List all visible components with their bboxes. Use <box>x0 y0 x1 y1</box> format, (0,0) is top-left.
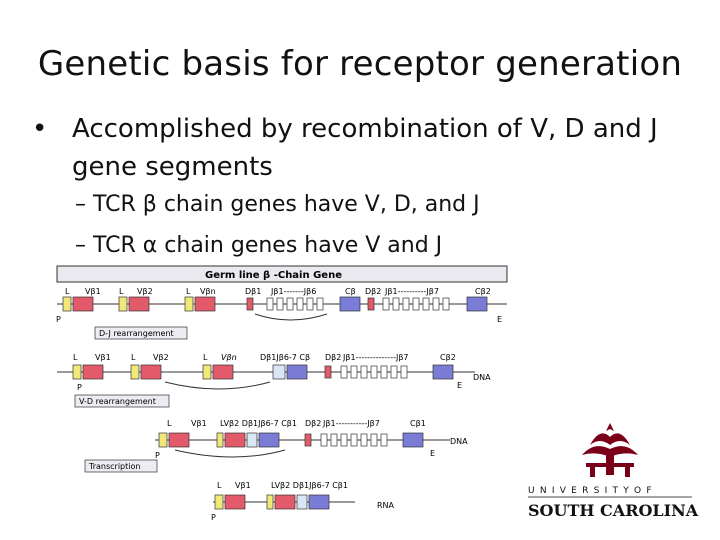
row1-Cb1: Cβ <box>345 287 356 296</box>
diagram-header-bar <box>56 265 508 283</box>
row3-E: E <box>430 449 435 458</box>
row1-L3: L <box>186 287 191 296</box>
row1-L2: L <box>119 287 124 296</box>
tcr-rearrangement-diagram: Germ line β -Chain Gene L Vβ1 L Vβ2 L Vβ… <box>56 265 508 522</box>
row1-L1: L <box>65 287 70 296</box>
row2-tag: DNA <box>473 373 491 382</box>
university-logo: U N I V E R S I T Y O F SOUTH CAROLINA <box>528 423 699 520</box>
row1-Db1: Dβ1 <box>245 287 261 296</box>
row2-Vbn: Vβn <box>221 353 237 362</box>
row2-Vb1: Vβ1 <box>95 353 111 362</box>
row1-Jb2: Jβ1----------Jβ7 <box>384 287 439 296</box>
label-transcription: Transcription <box>88 462 140 471</box>
row2-seg: Dβ1Jβ6-7 Cβ <box>260 353 310 362</box>
row1-Vbn: Vβn <box>200 287 216 296</box>
label-dj-rearrangement: D-J rearrangement <box>99 329 174 338</box>
row2-L2: L <box>131 353 136 362</box>
palmetto-icon <box>582 423 638 477</box>
row3-tag: DNA <box>450 437 468 446</box>
row3-L1: L <box>167 419 172 428</box>
row1-Db2: Dβ2 <box>365 287 381 296</box>
row4-L1: L <box>217 481 222 490</box>
row4-seg: LVβ2 Dβ1Jβ6-7 Cβ1 <box>271 481 348 490</box>
row1-P: P <box>56 315 61 324</box>
row2-E: E <box>457 381 462 390</box>
row2-Jb2: Jβ1--------------Jβ7 <box>342 353 409 362</box>
row1-Jb1: Jβ1-------Jβ6 <box>270 287 316 296</box>
row1-Cb2: Cβ2 <box>475 287 491 296</box>
row2-L3: L <box>203 353 208 362</box>
row3-Vb1: Vβ1 <box>191 419 207 428</box>
diagram-header: Germ line β -Chain Gene <box>205 270 342 281</box>
sub-bullet-beta: – TCR β chain genes have V, D, and J <box>75 192 480 217</box>
row1-Vb1: Vβ1 <box>85 287 101 296</box>
slide-title: Genetic basis for receptor generation <box>37 44 683 84</box>
row2-Vb2: Vβ2 <box>153 353 169 362</box>
row3-Jb2: Jβ1-----------Jβ7 <box>322 419 380 428</box>
row3-seg: LVβ2 Dβ1Jβ6-7 Cβ1 <box>220 419 297 428</box>
row4-Vb1: Vβ1 <box>235 481 251 490</box>
bullet-marker: • <box>32 114 48 144</box>
row3-P: P <box>155 451 160 460</box>
row2-P: P <box>77 383 82 392</box>
row1-E: E <box>497 315 502 324</box>
label-vd-rearrangement: V-D rearrangement <box>79 397 156 406</box>
row2-Cb2: Cβ2 <box>440 353 456 362</box>
row4-P: P <box>211 513 216 522</box>
logo-university-line: U N I V E R S I T Y O F <box>528 486 653 496</box>
row2-Db2: Dβ2 <box>325 353 341 362</box>
sub-bullet-alpha: – TCR α chain genes have V and J <box>75 233 443 258</box>
row4-tag: RNA <box>377 501 395 510</box>
bullet-text: Accomplished by recombination of V, D an… <box>72 114 658 182</box>
logo-south-carolina: SOUTH CAROLINA <box>528 501 699 520</box>
row3-Db2: Dβ2 <box>305 419 321 428</box>
row1-Vb2: Vβ2 <box>137 287 153 296</box>
row3-Cb2: Cβ1 <box>410 419 426 428</box>
row2-L1: L <box>73 353 78 362</box>
